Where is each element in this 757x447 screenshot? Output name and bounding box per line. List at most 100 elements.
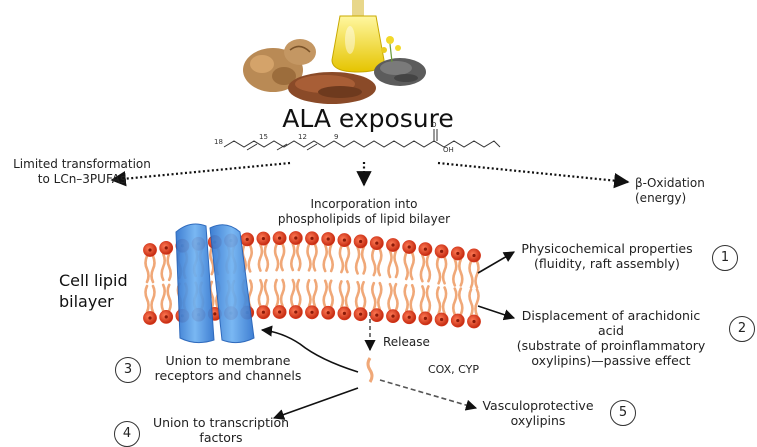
lipid-head-dot xyxy=(359,239,363,244)
lipid-tail xyxy=(377,247,383,277)
page-title: ALA exposure xyxy=(282,104,454,133)
incorporation-line-1: Incorporation into xyxy=(310,197,418,211)
lipid-tail xyxy=(150,254,156,284)
effect-4-line-2: factors xyxy=(199,430,243,445)
effect-5-line-2: oxylipins xyxy=(510,413,566,428)
lipid-tail xyxy=(425,253,432,283)
lipid-tail xyxy=(144,254,150,284)
lipid-tail xyxy=(458,258,464,287)
arrow-effect-5 xyxy=(379,379,478,411)
effect-2-line-2: (substrate of proinflammatory xyxy=(516,338,706,353)
lipid-tail xyxy=(338,244,345,274)
effect-1-line-2: (fluidity, raft assembly) xyxy=(534,256,680,271)
lipid-tail xyxy=(306,243,312,272)
lipid-tail xyxy=(328,243,334,273)
lipid-tail xyxy=(160,283,166,313)
lipid-head-dot xyxy=(472,319,476,324)
chia-seed-icon xyxy=(374,58,426,86)
lipid-tail xyxy=(403,251,409,281)
oil-bottle-icon xyxy=(331,0,385,73)
bilayer-label: Cell lipid bilayer xyxy=(59,270,128,312)
lipid-tail xyxy=(279,278,286,308)
left-outcome-line-1: Limited transformation xyxy=(13,157,151,171)
effect-4-line-1: Union to transcription xyxy=(152,415,290,430)
arrow-effect-2 xyxy=(477,305,516,321)
effect-1-number: 1 xyxy=(712,245,738,271)
bilayer-label-line-2: bilayer xyxy=(59,292,114,311)
distribution-arrows xyxy=(110,161,630,189)
lipid-head-dot xyxy=(456,318,460,323)
lipid-head-dot xyxy=(310,236,314,240)
lipid-head-dot xyxy=(375,313,379,317)
lipid-tail xyxy=(354,246,361,275)
lipid-tail xyxy=(322,243,328,273)
lipid-tail xyxy=(150,284,156,314)
lipid-tail xyxy=(312,243,318,272)
lipid-head-dot xyxy=(391,314,395,318)
lipid-head-dot xyxy=(148,248,152,252)
lipid-head-dot xyxy=(326,311,330,315)
effect-arrows xyxy=(260,251,516,420)
lipid-tail xyxy=(377,281,383,311)
lipid-head-dot xyxy=(294,310,298,314)
lipid-tail xyxy=(409,251,415,281)
carbon-label-12: 12 xyxy=(298,133,307,141)
acid-oxygen-label: O xyxy=(431,121,437,129)
lipid-tail xyxy=(257,243,264,272)
arrow-effect-1 xyxy=(477,251,515,274)
lipid-tail xyxy=(419,285,426,314)
carbon-label-15: 15 xyxy=(259,133,268,141)
lipid-tail xyxy=(344,244,351,274)
lipid-tail xyxy=(273,242,280,272)
lipid-tail xyxy=(263,243,270,272)
lipid-tail xyxy=(273,278,280,308)
lipid-tail xyxy=(371,247,377,277)
lipid-tail xyxy=(371,281,377,311)
lipid-tail xyxy=(344,280,351,309)
lipid-tail xyxy=(290,242,296,272)
lipid-head-dot xyxy=(261,310,265,314)
lipid-tail xyxy=(312,278,318,308)
lipid-tail xyxy=(279,242,286,272)
effect-2-line-1: Displacement of arachidonic acid xyxy=(521,308,701,338)
lipid-tail xyxy=(409,283,415,313)
acid-hydroxyl-label: OH xyxy=(443,146,454,154)
arrow-effect-3 xyxy=(260,325,359,373)
lipid-tail xyxy=(257,278,264,308)
arrow-effect-4 xyxy=(272,387,359,420)
effect-1-text: Physicochemical properties (fluidity, ra… xyxy=(515,241,699,271)
lipid-head-dot xyxy=(310,310,314,314)
effect-5-text: Vasculoprotective oxylipins xyxy=(474,398,602,428)
effect-3-line-2: receptors and channels xyxy=(154,368,302,383)
effect-4-number: 4 xyxy=(114,421,140,447)
right-dotted-arrow xyxy=(437,161,630,189)
lipid-head-dot xyxy=(326,237,330,241)
lipid-tail xyxy=(387,282,393,312)
carbon-label-18: 18 xyxy=(214,138,223,146)
lipid-head-dot xyxy=(440,249,444,253)
right-outcome-label: β-Oxidation (energy) xyxy=(635,176,705,205)
lipid-tail xyxy=(322,279,328,309)
lipid-tail xyxy=(393,249,399,279)
lipid-head-dot xyxy=(164,315,168,319)
lipid-tail xyxy=(435,256,442,285)
membrane-protein xyxy=(175,223,255,344)
lipid-head-dot xyxy=(359,312,363,316)
lipid-tail xyxy=(387,249,393,279)
rapeseed-flower-icon xyxy=(381,36,401,63)
lipid-head-dot xyxy=(456,251,460,256)
effect-2-line-3: oxylipins)—passive effect xyxy=(531,353,691,368)
flaxseed-icon xyxy=(288,72,376,104)
lipid-tail xyxy=(441,256,448,285)
lipid-tail xyxy=(474,288,480,317)
walnut-icon xyxy=(243,39,316,92)
effect-2-number: 2 xyxy=(729,316,755,342)
lipid-tail xyxy=(360,246,367,275)
lipid-tail xyxy=(247,244,253,273)
carbon-label-9: 9 xyxy=(334,133,339,141)
effect-1-line-1: Physicochemical properties xyxy=(521,241,693,256)
lipid-tail xyxy=(296,242,302,272)
lipid-tail xyxy=(425,285,432,314)
lipid-head-dot xyxy=(342,311,346,315)
